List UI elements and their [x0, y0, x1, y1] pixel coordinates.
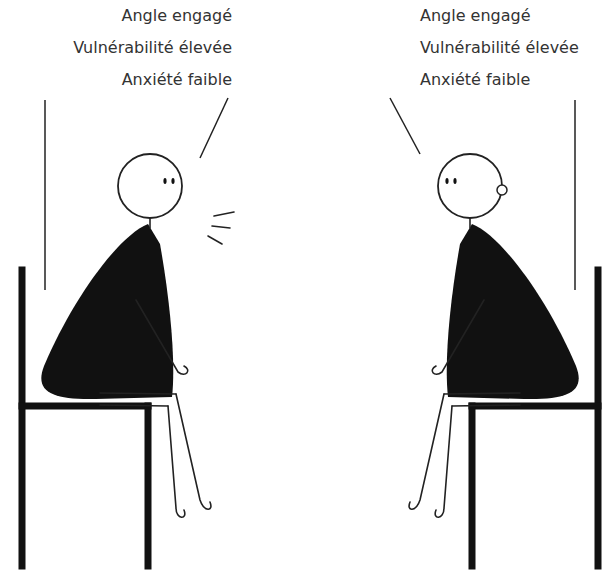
- annotation-label: Vulnérabilité élevée: [420, 38, 579, 58]
- annotation-label: Anxiété faible: [420, 70, 530, 90]
- speech-lines: [208, 212, 234, 244]
- ear: [497, 185, 507, 195]
- leader-lines: [200, 98, 420, 158]
- left-figure: [22, 100, 211, 566]
- annotation-label: Anxiété faible: [122, 70, 232, 90]
- annotation-label: Vulnérabilité élevée: [73, 38, 232, 58]
- annotation-label: Angle engagé: [420, 6, 531, 26]
- right-figure: [409, 100, 598, 566]
- annotation-label: Angle engagé: [121, 6, 232, 26]
